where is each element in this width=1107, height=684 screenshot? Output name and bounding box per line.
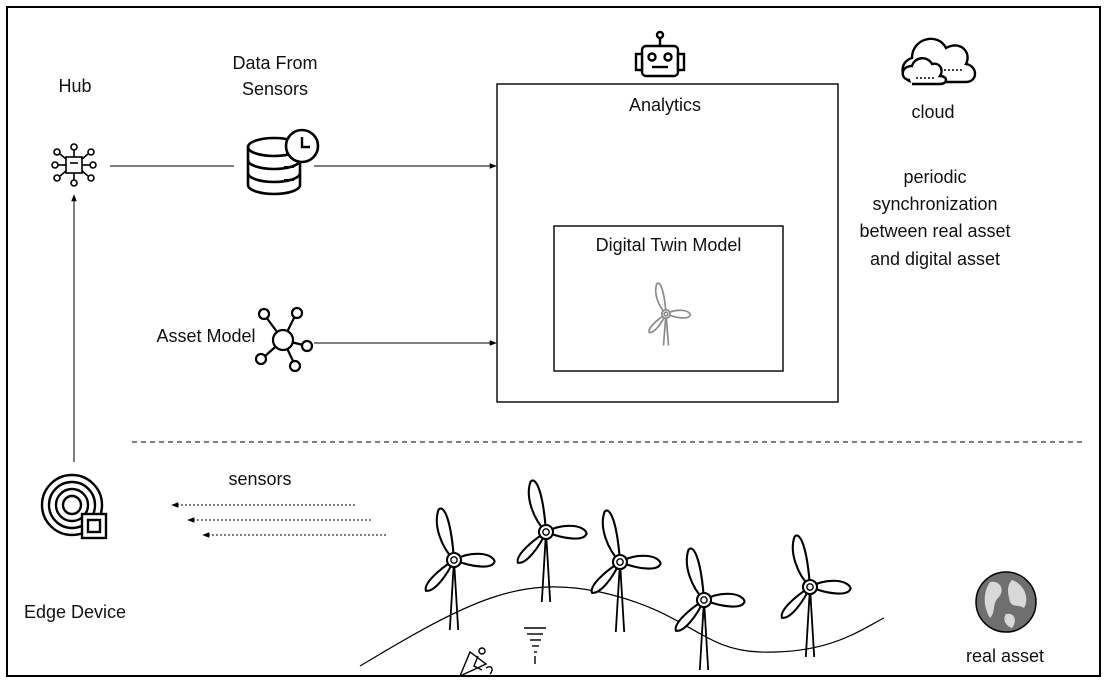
network-graph-icon [254, 306, 314, 373]
robot-icon [634, 30, 686, 78]
data-from-sensors-label-line2: Sensors [241, 79, 309, 99]
sync-label-line1: periodic [903, 167, 967, 187]
wind-turbine-icon [516, 479, 588, 604]
analytics-label: Analytics [628, 95, 702, 115]
sensors-label: sensors [228, 469, 292, 489]
edge-device-icon [40, 473, 108, 540]
wind-turbine-icon [674, 547, 746, 672]
wind-turbine-icon [590, 509, 662, 634]
wind-turbine-icon [780, 534, 852, 659]
cloud-label: cloud [911, 102, 955, 122]
wind-turbine-icon [648, 282, 692, 346]
hub-label: Hub [58, 76, 92, 96]
wind-turbine-icon [424, 507, 496, 632]
tornado-icon [524, 627, 546, 664]
real-asset-label: real asset [965, 646, 1045, 666]
sync-label-line4: and digital asset [869, 249, 1001, 269]
outer-frame [6, 6, 1101, 677]
sync-label-line2: synchronization [872, 194, 998, 214]
surfer-icon [458, 647, 493, 678]
digital-twin-box [553, 225, 784, 372]
sync-label-line3: between real asset [859, 221, 1011, 241]
analytics-box [496, 83, 839, 403]
cloud-icon [901, 37, 977, 86]
globe-icon [975, 571, 1037, 633]
data-from-sensors-label-line1: Data From [232, 53, 318, 73]
database-clock-icon [246, 128, 320, 196]
edge-device-label: Edge Device [23, 602, 127, 622]
hill-line [359, 586, 885, 667]
hub-icon [51, 143, 97, 187]
asset-model-label: Asset Model [156, 326, 256, 346]
digital-twin-model-label: Digital Twin Model [595, 235, 742, 255]
